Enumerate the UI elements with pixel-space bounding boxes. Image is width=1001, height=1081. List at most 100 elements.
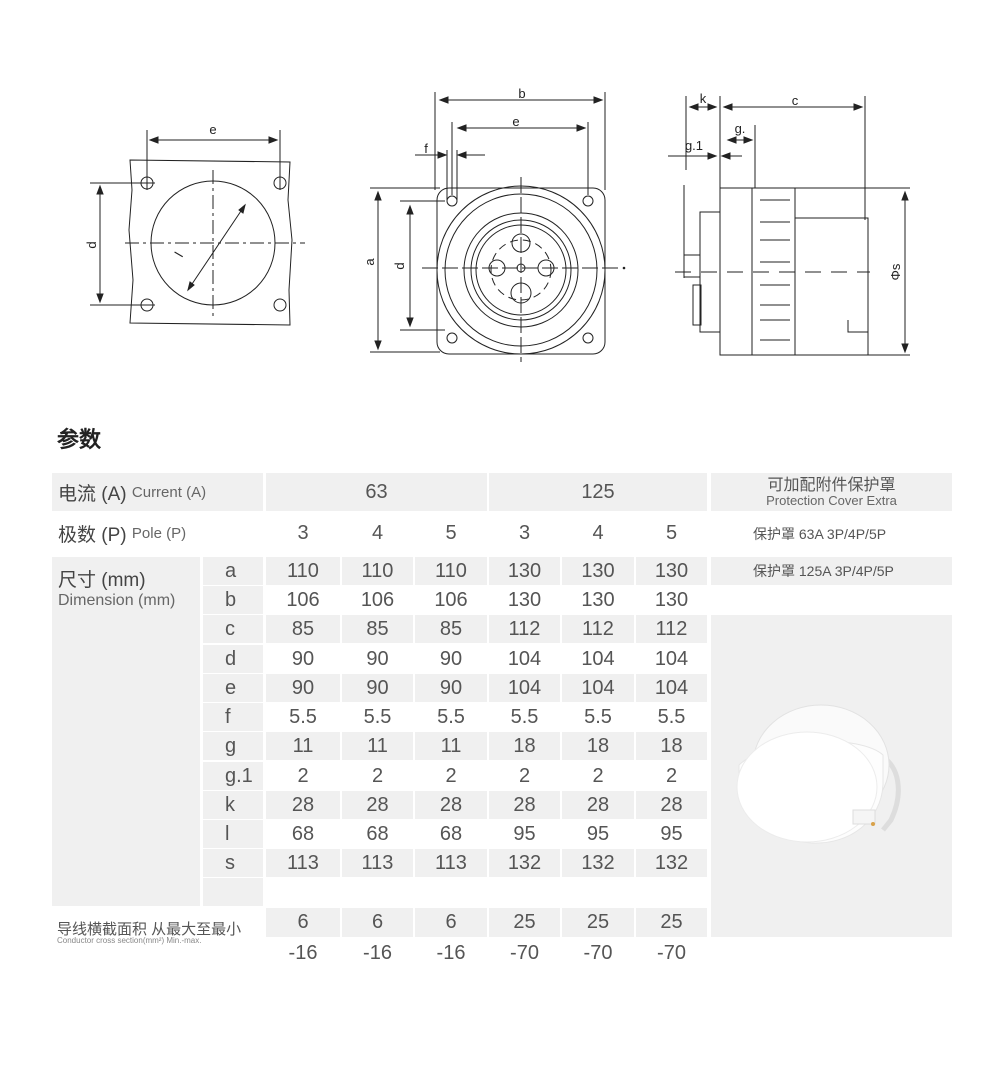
dimension-value: 28 xyxy=(562,791,634,819)
dimension-value: 104 xyxy=(636,674,707,702)
dimension-value: 95 xyxy=(586,822,610,845)
dim-label-b: b xyxy=(518,86,525,101)
dim-label-d: d xyxy=(84,241,99,248)
pole-value: 4 xyxy=(371,522,384,544)
dim-label-a: a xyxy=(362,258,377,266)
dimension-value: 110 xyxy=(415,557,487,585)
dimension-value: 11 xyxy=(266,732,340,760)
dimension-value: 132 xyxy=(562,849,634,877)
dimension-value: 68 xyxy=(366,822,389,845)
dimension-value: 95 xyxy=(660,822,683,845)
current-label-en: Current (A) xyxy=(131,483,207,501)
dimension-value: 90 xyxy=(342,674,413,702)
dimension-value: 5.5 xyxy=(289,705,317,728)
dimension-label-cn: 尺寸 (mm) xyxy=(58,570,146,591)
extra-item-63a: 保护罩 63A 3P/4P/5P xyxy=(753,525,887,542)
pole-value: 5 xyxy=(665,522,678,544)
dimension-value: 90 xyxy=(439,647,463,670)
dimension-value: 90 xyxy=(291,647,315,670)
current-label: 电流 (A) Current (A) xyxy=(52,473,263,511)
dimension-label-en: Dimension (mm) xyxy=(58,592,176,609)
current-125: 125 xyxy=(489,473,707,511)
dimension-value: 2 xyxy=(297,764,309,787)
current-63: 63 xyxy=(266,473,487,511)
dimension-value: 106 xyxy=(434,588,468,611)
conductor-max: -16 xyxy=(288,942,318,964)
dim-label-e: e xyxy=(512,114,519,129)
extra-header-en: Protection Cover Extra xyxy=(766,492,897,508)
dimension-value: 2 xyxy=(445,764,457,787)
conductor-max: -70 xyxy=(510,942,539,964)
dimension-value: 106 xyxy=(286,588,320,611)
blank-cell xyxy=(203,878,263,906)
dimension-value: 68 xyxy=(439,822,463,845)
dimension-value: 90 xyxy=(366,647,389,670)
dimension-value: 113 xyxy=(266,849,340,877)
conductor-min: 25 xyxy=(489,908,560,937)
dimension-value: 110 xyxy=(266,557,340,585)
dimension-value: 90 xyxy=(266,674,340,702)
front-view-drawing xyxy=(370,92,626,362)
panel-cutout-drawing xyxy=(90,130,305,326)
conductor-min: 6 xyxy=(415,908,487,937)
dimension-value: 28 xyxy=(636,791,707,819)
extra-header: 可加配附件保护罩 Protection Cover Extra xyxy=(711,473,952,511)
dimension-value: 85 xyxy=(415,615,487,643)
dimension-value: 112 xyxy=(489,615,560,643)
dimension-value: 130 xyxy=(636,557,707,585)
dimension-value: 132 xyxy=(489,849,560,877)
mounting-holes xyxy=(446,195,594,344)
dimension-value: 95 xyxy=(513,822,536,845)
dimension-value: 110 xyxy=(342,557,413,585)
dimension-value: 5.5 xyxy=(437,705,465,728)
dimension-value: 104 xyxy=(507,647,542,670)
dimension-key: c xyxy=(203,615,263,643)
dim-label-f: f xyxy=(424,141,428,156)
dimension-value: 130 xyxy=(562,557,634,585)
dim-label-e: e xyxy=(209,122,216,137)
dimension-value: 130 xyxy=(489,557,560,585)
conductor-label-en: Conductor cross section(mm²) Min.-max. xyxy=(57,936,202,945)
side-view-drawing xyxy=(668,96,910,356)
conductor-min: 25 xyxy=(636,908,707,937)
dimension-value: 18 xyxy=(489,732,560,760)
dimension-value: 104 xyxy=(654,647,689,670)
protection-cover-illustration xyxy=(736,704,901,844)
dimension-key: b xyxy=(203,586,263,614)
dimension-value: 104 xyxy=(489,674,560,702)
section-title: 参数 xyxy=(57,427,102,452)
dim-label-g: g. xyxy=(735,121,746,136)
dimension-value: 113 xyxy=(342,849,413,877)
dimension-value: 106 xyxy=(360,588,395,611)
current-label-cn: 电流 (A) xyxy=(58,483,127,505)
dimension-value: 112 xyxy=(636,615,707,643)
dimension-value: 104 xyxy=(581,647,615,670)
dimension-value: 90 xyxy=(415,674,487,702)
dimension-value: 11 xyxy=(415,732,487,760)
dimension-value: 132 xyxy=(636,849,707,877)
dim-label-k: k xyxy=(700,91,707,106)
pole-value: 3 xyxy=(518,522,531,544)
dimension-value: 85 xyxy=(266,615,340,643)
protection-cover-image xyxy=(711,615,952,937)
dimension-value: 104 xyxy=(562,674,634,702)
dim-label-g1: g.1 xyxy=(685,138,703,153)
dimension-value: 28 xyxy=(342,791,413,819)
dimension-key: k xyxy=(203,791,263,819)
conductor-label-cn: 导线横截面积 从最大至最小 xyxy=(57,921,242,938)
dimension-value: 5.5 xyxy=(363,705,392,728)
dim-label-s: Φs xyxy=(888,263,903,280)
dimension-value: 11 xyxy=(342,732,413,760)
dimension-value: 68 xyxy=(291,822,315,845)
conductor-min: 6 xyxy=(342,908,413,937)
technical-drawings: e d l b e f a d k c g. g.1 Φs xyxy=(84,86,910,362)
dimension-value: 130 xyxy=(507,588,542,611)
conductor-label: 导线横截面积 从最大至最小 Conductor cross section(mm… xyxy=(57,922,267,945)
dimension-value: 5.5 xyxy=(657,705,686,728)
dimension-key: l xyxy=(203,820,263,848)
dimension-value: 130 xyxy=(654,588,689,611)
pole-label: 极数 (P) Pole (P) xyxy=(52,515,263,552)
dimension-value: 2 xyxy=(665,764,678,787)
dimension-value: 18 xyxy=(562,732,634,760)
